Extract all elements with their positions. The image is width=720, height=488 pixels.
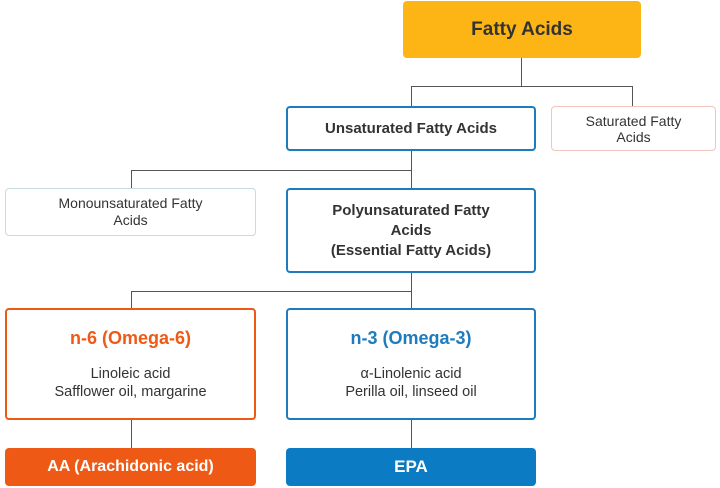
saturated-label-line2: Acids bbox=[616, 128, 651, 145]
poly-label-line2: Acids bbox=[390, 221, 432, 239]
omega3-acid: α-Linolenic acid bbox=[360, 365, 462, 382]
connector-to-unsaturated bbox=[411, 86, 412, 106]
connector-level1-bar bbox=[411, 86, 633, 87]
epa-box: EPA bbox=[286, 448, 536, 486]
connector-unsaturated-down bbox=[411, 151, 412, 170]
connector-omega3-to-epa bbox=[411, 420, 412, 448]
fatty-acids-box: Fatty Acids bbox=[403, 1, 641, 58]
saturated-fatty-acids-box: Saturated Fatty Acids bbox=[551, 106, 716, 151]
connector-to-omega3 bbox=[411, 291, 412, 308]
mono-label-line1: Monounsaturated Fatty bbox=[58, 195, 203, 211]
connector-level3-bar bbox=[131, 291, 412, 292]
unsaturated-fatty-acids-box: Unsaturated Fatty Acids bbox=[286, 106, 536, 151]
monounsaturated-fatty-acids-box: Monounsaturated Fatty Acids bbox=[5, 188, 256, 236]
connector-poly-down bbox=[411, 273, 412, 291]
omega6-box: n-6 (Omega-6) Linoleic acid Safflower oi… bbox=[5, 308, 256, 420]
omega6-title: n-6 (Omega-6) bbox=[69, 327, 192, 348]
omega6-sources: Safflower oil, margarine bbox=[54, 383, 207, 400]
polyunsaturated-fatty-acids-box: Polyunsaturated Fatty Acids (Essential F… bbox=[286, 188, 536, 273]
omega3-box: n-3 (Omega-3) α-Linolenic acid Perilla o… bbox=[286, 308, 536, 420]
connector-omega6-to-aa bbox=[131, 420, 132, 448]
connector-to-poly bbox=[411, 170, 412, 188]
epa-label: EPA bbox=[394, 457, 428, 476]
poly-label-line3: (Essential Fatty Acids) bbox=[330, 241, 492, 259]
arachidonic-acid-box: AA (Arachidonic acid) bbox=[5, 448, 256, 486]
aa-label: AA (Arachidonic acid) bbox=[47, 458, 214, 475]
connector-to-omega6 bbox=[131, 291, 132, 308]
omega6-acid: Linoleic acid bbox=[90, 365, 171, 382]
poly-label-line1: Polyunsaturated Fatty bbox=[332, 201, 490, 219]
connector-to-mono bbox=[131, 170, 132, 188]
connector-level2-bar bbox=[131, 170, 412, 171]
fatty-acids-label: Fatty Acids bbox=[471, 18, 573, 40]
unsaturated-label: Unsaturated Fatty Acids bbox=[325, 120, 497, 137]
connector-to-saturated bbox=[632, 86, 633, 106]
omega3-title: n-3 (Omega-3) bbox=[350, 327, 472, 348]
saturated-label-line1: Saturated Fatty bbox=[585, 112, 682, 129]
omega3-sources: Perilla oil, linseed oil bbox=[345, 383, 477, 400]
mono-label-line2: Acids bbox=[113, 212, 148, 228]
connector-root-down bbox=[521, 58, 522, 86]
